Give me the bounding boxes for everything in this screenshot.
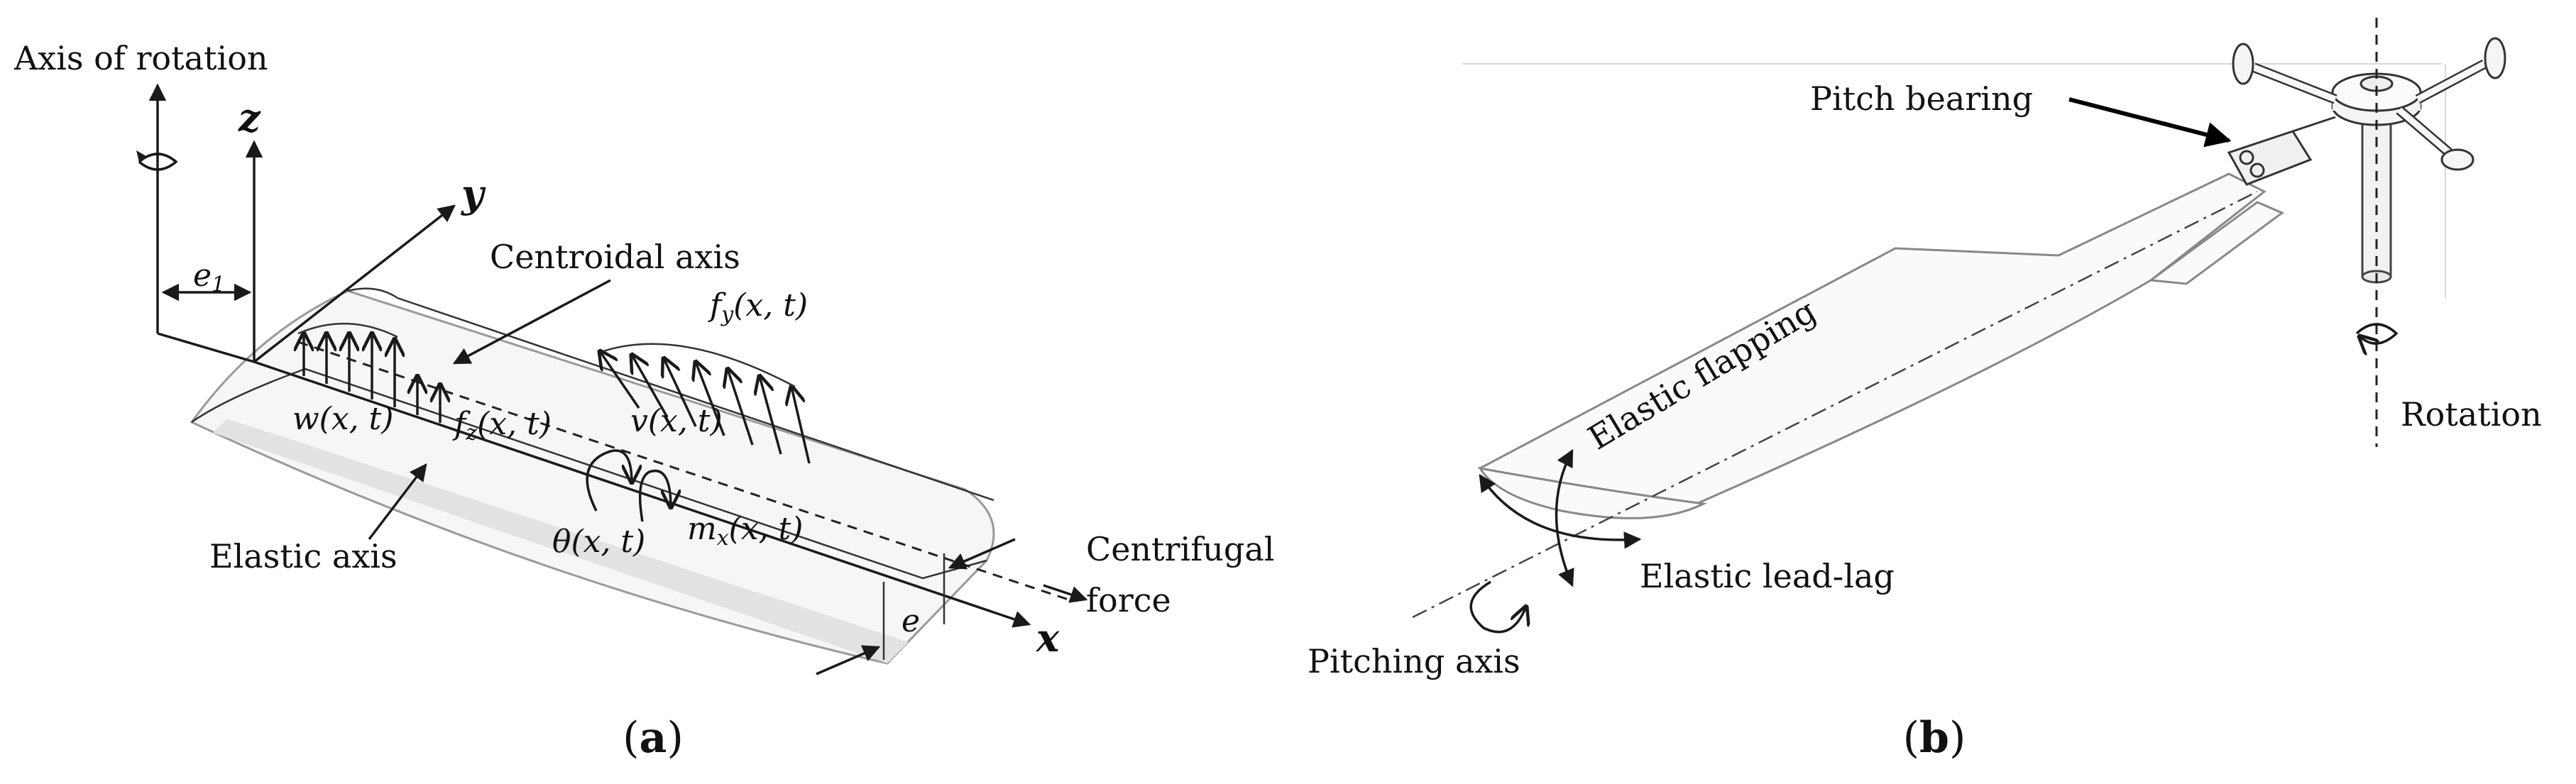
fy-label: fy(x, t)	[708, 287, 808, 327]
rotation-label: Rotation	[2401, 395, 2542, 434]
elastic-lead-lag-label: Elastic lead-lag	[1640, 557, 1895, 595]
elastic-axis-label: Elastic axis	[209, 537, 398, 575]
centrifugal-label-1: Centrifugal	[1086, 530, 1274, 568]
centrifugal-arrow	[1043, 584, 1088, 603]
fz-label: fz(x, t)	[452, 406, 552, 446]
rotation-arrow-head-icon	[136, 150, 146, 162]
fz-arrows	[298, 322, 440, 423]
y-axis	[253, 204, 456, 363]
fy-arrows	[600, 343, 811, 464]
centrifugal-label-2: force	[1086, 581, 1171, 619]
theta-label: θ(x, t)	[552, 524, 645, 560]
axis-of-rotation-label: Axis of rotation	[13, 39, 268, 77]
e-arrow-in2	[948, 538, 1016, 570]
blade-top-edge-a	[347, 287, 994, 502]
theta-loop	[638, 469, 671, 522]
panel-a: Axis of rotation z e1 y x Centroidal axi…	[13, 39, 1274, 763]
x-axis	[253, 360, 1031, 628]
centroidal-axis-pointer	[452, 279, 611, 365]
rotation-arrow-b-icon	[2357, 323, 2399, 343]
mx-label: mx(x, t)	[687, 511, 803, 551]
centroidal-axis-label: Centroidal axis	[490, 238, 740, 276]
pitch-bearing-label: Pitch bearing	[1810, 79, 2033, 118]
pitching-axis-label: Pitching axis	[1308, 642, 1520, 680]
z-axis-label: z	[238, 95, 261, 140]
y-axis-label: y	[461, 171, 486, 216]
rotation-arrow-icon	[138, 153, 178, 171]
x-axis-label: x	[1036, 615, 1060, 661]
blade-shade-a	[213, 419, 909, 663]
blade-body-b	[1478, 172, 2267, 515]
blade-leading-edge-a	[191, 368, 987, 580]
panel-b: Pitch bearing Rotation Elastic flapping …	[1308, 18, 2542, 763]
elastic-axis-pointer	[368, 463, 427, 541]
lead-lag-arrow	[1479, 473, 1642, 549]
pitch-bearing-pointer	[2068, 97, 2232, 148]
blade-root-b	[2147, 201, 2284, 285]
e-arrow-in	[816, 645, 881, 675]
pitch-bearing	[2227, 116, 2336, 186]
w-label: w(x, t)	[292, 401, 393, 437]
e1-label: e1	[193, 258, 225, 297]
v-label: v(x, t)	[630, 403, 723, 439]
caption-a: (a)	[623, 713, 684, 763]
caption-b: (b)	[1903, 713, 1966, 763]
e-label: e	[901, 603, 920, 639]
moment-loop	[586, 449, 632, 512]
e1-baseline	[157, 332, 255, 363]
pitching-arrow-icon	[1469, 580, 1526, 634]
